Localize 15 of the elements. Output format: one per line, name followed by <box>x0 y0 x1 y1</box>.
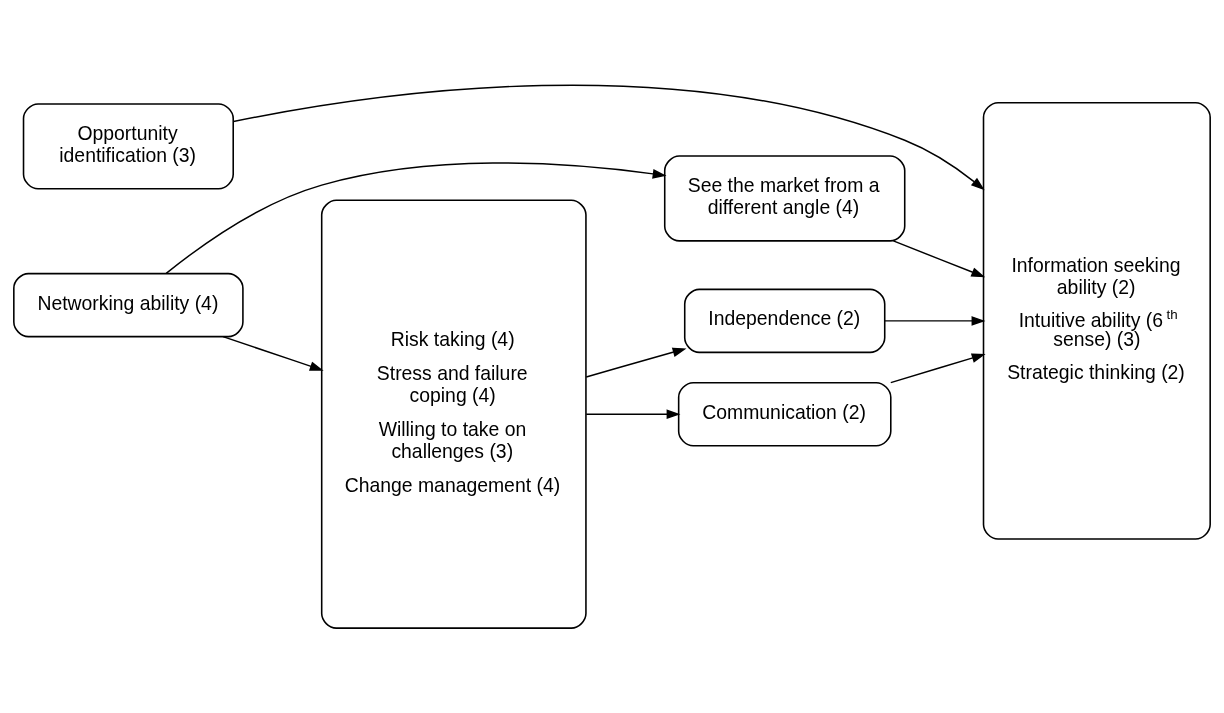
node-box: See the market from a different angle (4) <box>663 155 906 242</box>
arrow <box>884 316 986 326</box>
arrow <box>585 347 687 378</box>
node-box: Independence (2) <box>683 288 886 354</box>
arrow <box>165 162 667 275</box>
node-box: Opportunity identification (3) <box>22 103 234 190</box>
arrow <box>892 240 986 278</box>
node-box: Networking ability (4) <box>13 272 244 338</box>
arrow <box>890 353 986 384</box>
arrow <box>232 84 985 191</box>
node-box: Communication (2) <box>677 381 892 447</box>
node-box: Information seeking ability (2) Intuitive ability (6$^{th}$ sense) (3) Strategic thinking (2) <box>982 101 1211 540</box>
arrow <box>222 335 324 371</box>
node-box: Risk taking (4) Stress and failure coping (4) Willing to take on challenges (3) Change management (4) <box>320 199 587 629</box>
arrow <box>585 409 681 420</box>
